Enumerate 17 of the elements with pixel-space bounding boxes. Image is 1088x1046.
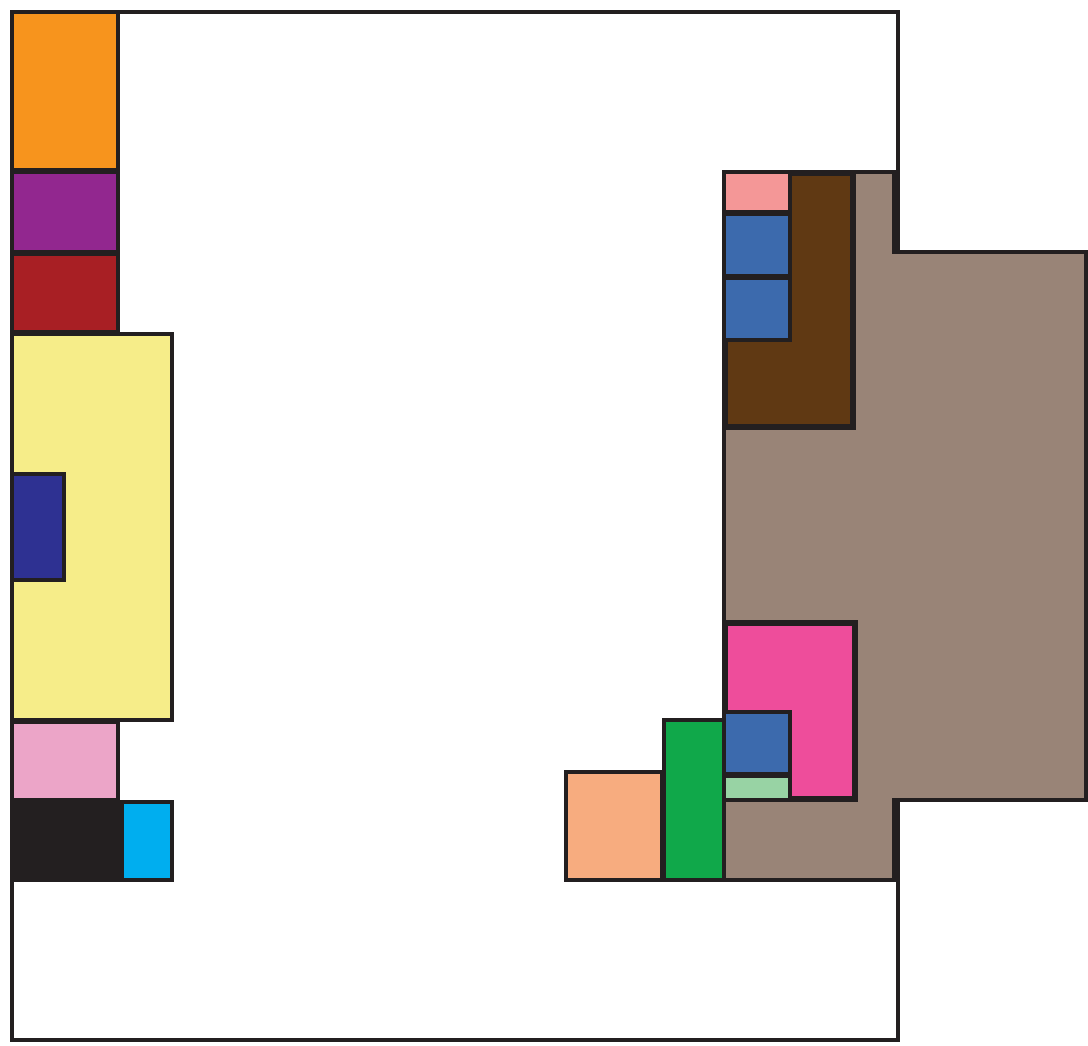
color-block [10, 720, 120, 802]
color-block [722, 170, 856, 430]
color-block [722, 774, 792, 802]
color-block [722, 170, 792, 214]
color-block [10, 252, 120, 334]
color-block [120, 800, 174, 882]
color-block [722, 212, 792, 278]
color-block [564, 770, 664, 882]
color-block [722, 276, 792, 342]
color-block [10, 170, 120, 254]
color-block [10, 800, 122, 882]
color-block [10, 10, 120, 172]
color-block [722, 620, 858, 802]
color-block [722, 710, 792, 776]
color-block [10, 472, 66, 582]
color-block [10, 332, 174, 722]
color-block [662, 718, 726, 882]
